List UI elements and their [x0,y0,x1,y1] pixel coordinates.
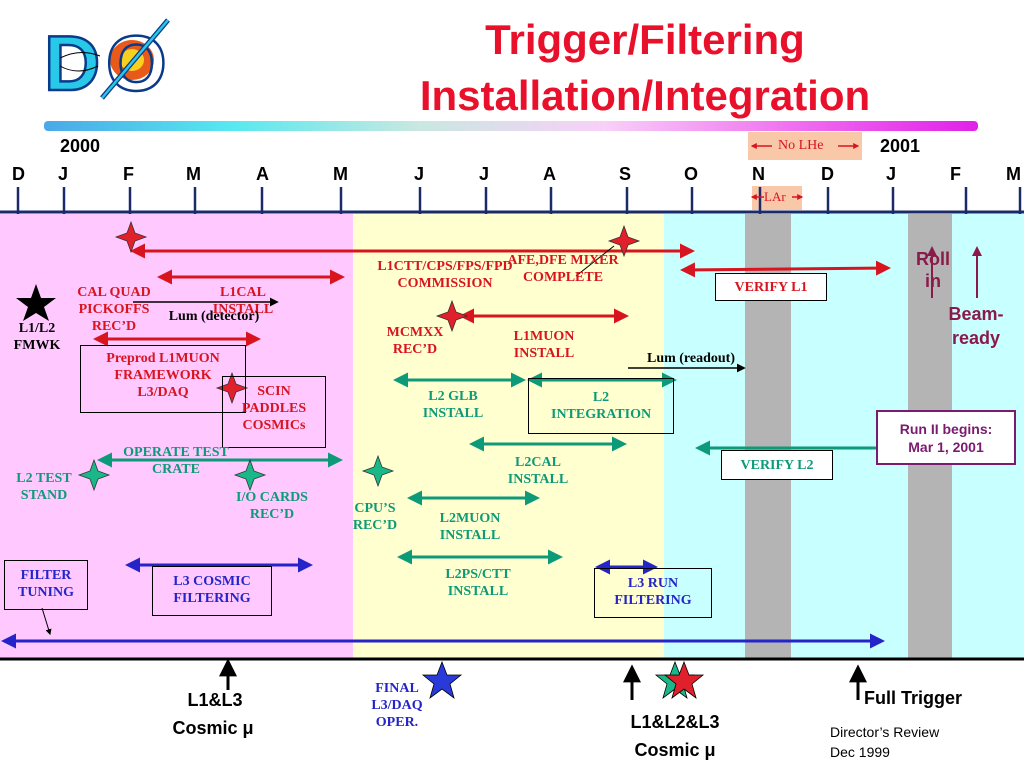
label-l3cosmic: L3 COSMIC FILTERING [173,574,251,606]
label-full-trigger: Full Trigger [864,688,963,708]
band-pink [0,214,353,658]
label-verify-l2: VERIFY L2 [740,458,814,473]
label-beam-ready: Beam-ready [948,304,1004,348]
verify-l2-box: VERIFY L2 [721,450,833,480]
label-l1cal: L1CAL INSTALL [212,285,274,317]
label-lum-readout: Lum (readout) [646,351,736,366]
month-label: D [821,164,834,184]
milestone-star-red [114,220,641,405]
preprod-box: Preprod L1MUON FRAMEWORK L3/DAQ [80,345,246,413]
milestone-star-teal [77,454,395,492]
label-l2muon: L2MUON INSTALL [439,511,501,543]
label-l1l2-fmwk: L1/L2 FMWK [13,321,61,353]
final-l3-star [421,660,463,700]
month-label: A [256,164,269,184]
month-label: N [752,164,765,184]
l1l2l3-star-red [663,660,705,700]
l3run-box: L3 RUN FILTERING [594,568,712,618]
month-label: M [333,164,348,184]
label-l2cal: L2CAL INSTALL [507,455,569,487]
month-label: S [619,164,632,184]
verify-l1-box: VERIFY L1 [715,273,827,301]
label-cosmic1: Cosmic μ [172,718,254,738]
l1l2-fmwk-star [16,284,56,321]
l3cosmic-box: L3 COSMIC FILTERING [152,566,272,616]
label-filter-tuning: FILTER TUNING [17,568,74,600]
label-l2test: L2 TEST STAND [16,471,72,503]
label-dec: Dec 1999 [830,744,890,760]
label-lum-detector: Lum (detector) [168,309,260,324]
label-preprod: Preprod L1MUON FRAMEWORK L3/DAQ [106,351,220,400]
month-label: D [12,164,25,184]
l2int-box: L2 INTEGRATION [528,378,674,434]
year-2000: 2000 [60,136,101,156]
label-l2glb: L2 GLB INSTALL [422,389,484,421]
label-l1l2l3: L1&L2&L3 [630,712,720,732]
label-io-cards: I/O CARDS REC’D [236,490,308,522]
page-title-line2: Installation/Integration [419,72,871,119]
run2-box: Run II begins: Mar 1, 2001 [876,410,1016,465]
label-l1l3: L1&L3 [187,690,243,710]
month-label: F [123,164,134,184]
label-afe: AFE,DFE MIXER COMPLETE [507,253,619,285]
label-scin: SCIN PADDLES COSMICs [241,384,307,433]
label-l1ctt: L1CTT/CPS/FPS/FPD COMMISSION [377,259,513,291]
filter-tuning-box: FILTER TUNING [4,560,88,610]
page-title-line1: Trigger/Filtering [485,16,805,63]
label-cpus: CPU’S REC’D [352,501,398,533]
month-label: M [186,164,201,184]
label-final: FINAL L3/DAQ OPER. [371,681,423,730]
label-l1muon: L1MUON INSTALL [513,329,575,361]
month-label: M [1006,164,1021,184]
no-lhe-label: No LHe [778,138,824,153]
label-verify-l1: VERIFY L1 [734,280,808,295]
month-label: O [684,164,699,184]
do-logo: D O [40,10,180,110]
label-mcmxx: MCMXX REC’D [386,325,444,357]
month-label: J [58,164,69,184]
month-label: F [950,164,961,184]
lar-label: LAr [764,189,786,204]
month-label: J [886,164,897,184]
year-2001: 2001 [880,136,921,156]
label-l2ps: L2PS/CTT INSTALL [445,567,511,599]
month-label: J [414,164,425,184]
label-cosmic2: Cosmic μ [634,740,716,760]
label-run2: Run II begins: Mar 1, 2001 [899,421,993,455]
label-directors: Director’s Review [830,724,940,740]
band-cream [353,214,664,658]
scin-box: SCIN PADDLES COSMICs [222,376,326,448]
svg-text:D: D [44,19,100,107]
label-l3run: L3 RUN FILTERING [614,576,692,608]
label-roll-in: Roll in [916,249,950,291]
title-gradient-bar [44,121,978,131]
month-label: A [543,164,556,184]
label-l2int: L2 INTEGRATION [551,390,652,422]
label-operate: OPERATE TEST CRATE [123,445,229,477]
month-label: J [479,164,490,184]
label-cal-quad: CAL QUAD PICKOFFS REC’D [77,285,151,334]
